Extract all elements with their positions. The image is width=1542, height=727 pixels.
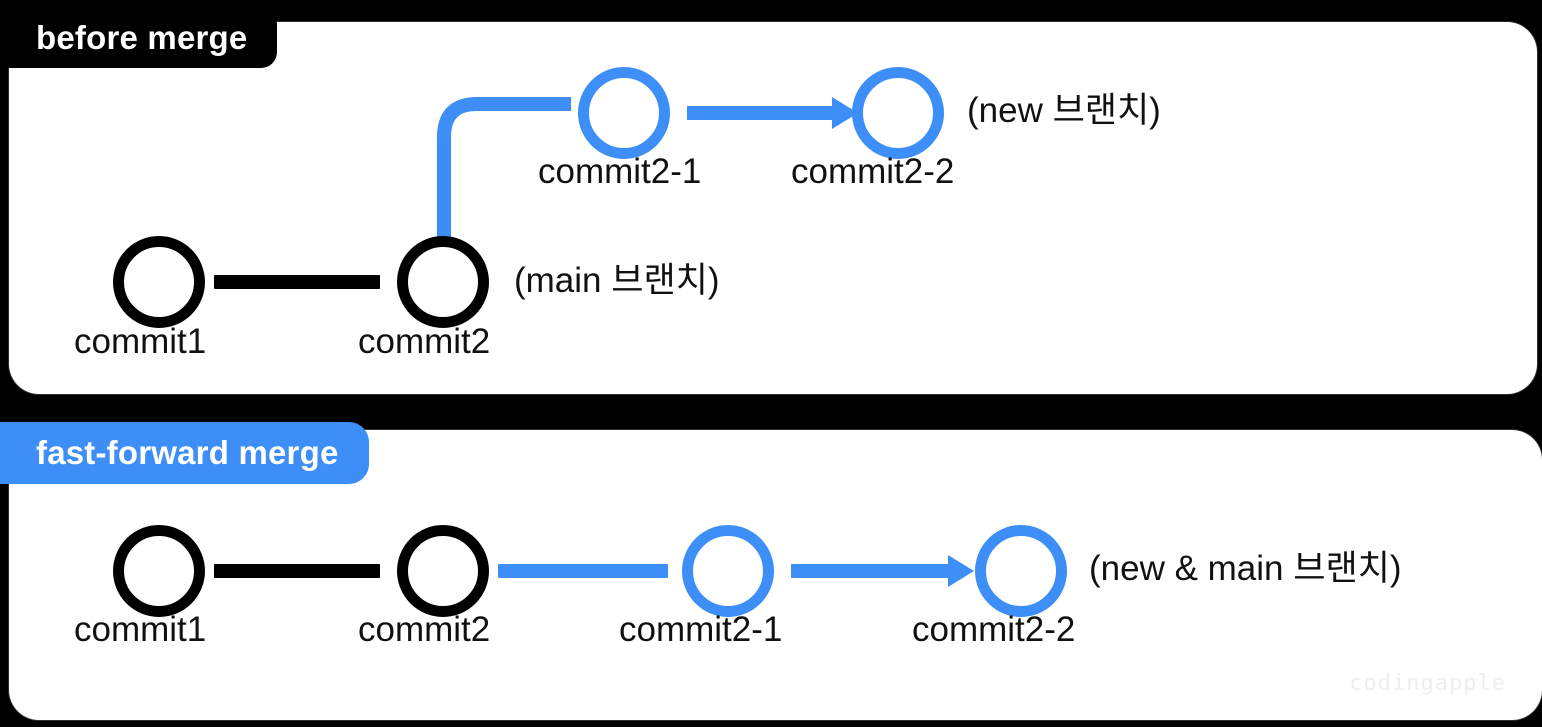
badge-fast-forward-merge-label: fast-forward merge <box>36 434 339 471</box>
watermark-codingapple: codingapple <box>1349 671 1506 696</box>
badge-fast-forward-merge: fast-forward merge <box>0 422 369 484</box>
branch-fork-elbow <box>437 97 571 237</box>
connector-commit1-to-commit2 <box>214 275 380 289</box>
badge-before-merge: before merge <box>0 8 278 68</box>
ff-connector-commit1-to-commit2 <box>214 564 380 578</box>
commit-node-commit2 <box>397 236 489 328</box>
ff-commit-label-commit1: commit1 <box>74 610 207 649</box>
before-merge-card: commit2-1 commit2-2 commit1 commit2 (new… <box>9 22 1537 394</box>
branch-label-new: (new 브랜치) <box>967 91 1161 130</box>
commit-node-commit1 <box>113 236 205 328</box>
arrow-commit2-1-to-commit2-2 <box>687 91 858 135</box>
commit-label-commit2-1: commit2-1 <box>538 152 702 191</box>
commit-label-commit2-2: commit2-2 <box>791 152 955 191</box>
commit-node-commit2-1 <box>578 67 670 159</box>
ff-arrow-commit2-1-to-commit2-2 <box>791 549 975 593</box>
ff-commit-label-commit2-1: commit2-1 <box>619 610 783 649</box>
ff-commit-label-commit2: commit2 <box>358 610 491 649</box>
commit-node-commit2-2 <box>852 67 944 159</box>
badge-before-merge-label: before merge <box>36 19 248 56</box>
ff-commit-node-commit2-1 <box>682 525 774 617</box>
ff-commit-node-commit2 <box>397 525 489 617</box>
ff-commit-node-commit2-2 <box>975 525 1067 617</box>
ff-commit-label-commit2-2: commit2-2 <box>912 610 1076 649</box>
ff-connector-commit2-to-commit2-1 <box>498 564 668 578</box>
ff-branch-label-new-and-main: (new & main 브랜치) <box>1089 549 1402 588</box>
commit-label-commit2: commit2 <box>358 322 491 361</box>
commit-label-commit1: commit1 <box>74 322 207 361</box>
ff-commit-node-commit1 <box>113 525 205 617</box>
branch-label-main: (main 브랜치) <box>514 261 720 300</box>
